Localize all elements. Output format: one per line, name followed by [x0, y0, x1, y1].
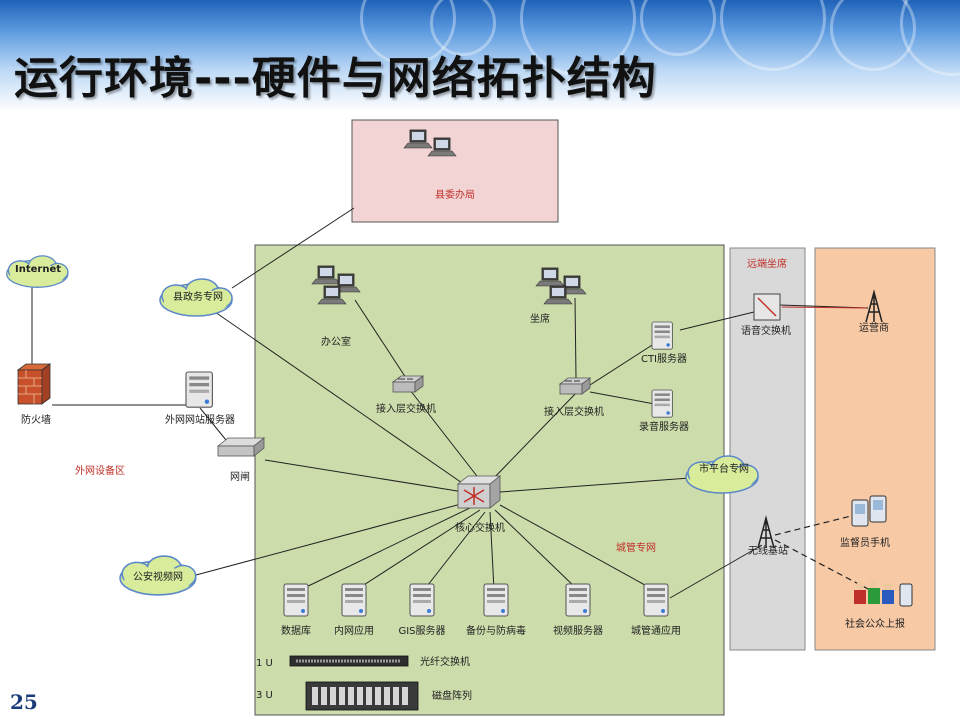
county-office-label: 县委办局	[435, 188, 475, 201]
wireless-links	[774, 514, 871, 591]
core-switch-label: 核心交换机	[455, 521, 505, 534]
page-title: 运行环境---硬件与网络拓扑结构	[14, 53, 657, 104]
public-video-net-label: 公安视频网	[133, 570, 183, 583]
voice-link	[781, 306, 867, 309]
links	[31, 207, 869, 599]
intranet-app-server-icon	[341, 583, 367, 617]
gis-server-label: GIS服务器	[398, 624, 445, 637]
gateway-label: 网闸	[230, 470, 250, 483]
core-switch-icon	[456, 475, 502, 509]
database-label: 数据库	[281, 624, 311, 637]
inspector-phone-icon	[851, 495, 887, 527]
voice-switch-icon	[753, 293, 781, 321]
firewall-icon	[16, 363, 52, 405]
access-switch-2-icon	[559, 377, 591, 395]
urban-app-label: 城管通应用	[631, 624, 681, 637]
office-room-label: 办公室	[321, 335, 351, 348]
access-switch-1-label: 接入层交换机	[376, 402, 436, 415]
external-zone-label: 外网设备区	[75, 464, 125, 477]
fiber-switch-units-label: 1 U	[256, 658, 273, 669]
disk-array-label: 磁盘阵列	[432, 689, 472, 702]
county-office-zone	[351, 119, 559, 223]
record-server-icon	[651, 389, 673, 418]
access-switch-1-icon	[392, 375, 424, 393]
urban-app-server-icon	[643, 583, 669, 617]
city-platform-net-label: 市平台专网	[699, 462, 749, 475]
video-server-label: 视频服务器	[553, 624, 603, 637]
voice-switch-label: 语音交换机	[741, 324, 791, 337]
page-number: 25	[10, 690, 38, 714]
county-gov-net-label: 县政务专网	[173, 290, 223, 303]
ext-web-server-label: 外网网站服务器	[165, 413, 235, 426]
gis-server-icon	[409, 583, 435, 617]
intranet-app-label: 内网应用	[334, 624, 374, 637]
public-report-label: 社会公众上报	[845, 617, 905, 630]
disk-array-units-label: 3 U	[256, 690, 273, 701]
wireless-station-label: 无线基站	[748, 544, 788, 557]
public-report-people-icon	[854, 580, 913, 607]
seats-label: 坐席	[530, 312, 550, 325]
backup-antivirus-server-icon	[483, 583, 509, 617]
disk-array-icon	[305, 681, 419, 711]
firewall-label: 防火墙	[21, 413, 51, 426]
video-server-icon	[565, 583, 591, 617]
fiber-switch-icon	[289, 655, 409, 667]
urban-net-zone-label: 城管专网	[616, 541, 656, 554]
cti-server-icon	[651, 321, 673, 350]
gateway-icon	[216, 437, 266, 457]
internet-label: Internet	[15, 264, 61, 275]
ext-web-server-icon	[185, 371, 213, 408]
record-server-label: 录音服务器	[639, 420, 689, 433]
fiber-switch-label: 光纤交换机	[420, 655, 470, 668]
header-banner	[0, 0, 960, 112]
access-switch-2-label: 接入层交换机	[544, 405, 604, 418]
inspector-phone-label: 监督员手机	[840, 536, 890, 549]
remote-seats-label: 远端坐席	[747, 257, 787, 270]
backup-antivirus-label: 备份与防病毒	[466, 624, 526, 637]
database-server-icon	[283, 583, 309, 617]
cti-server-label: CTI服务器	[641, 352, 687, 365]
operator-label: 运营商	[859, 321, 889, 334]
